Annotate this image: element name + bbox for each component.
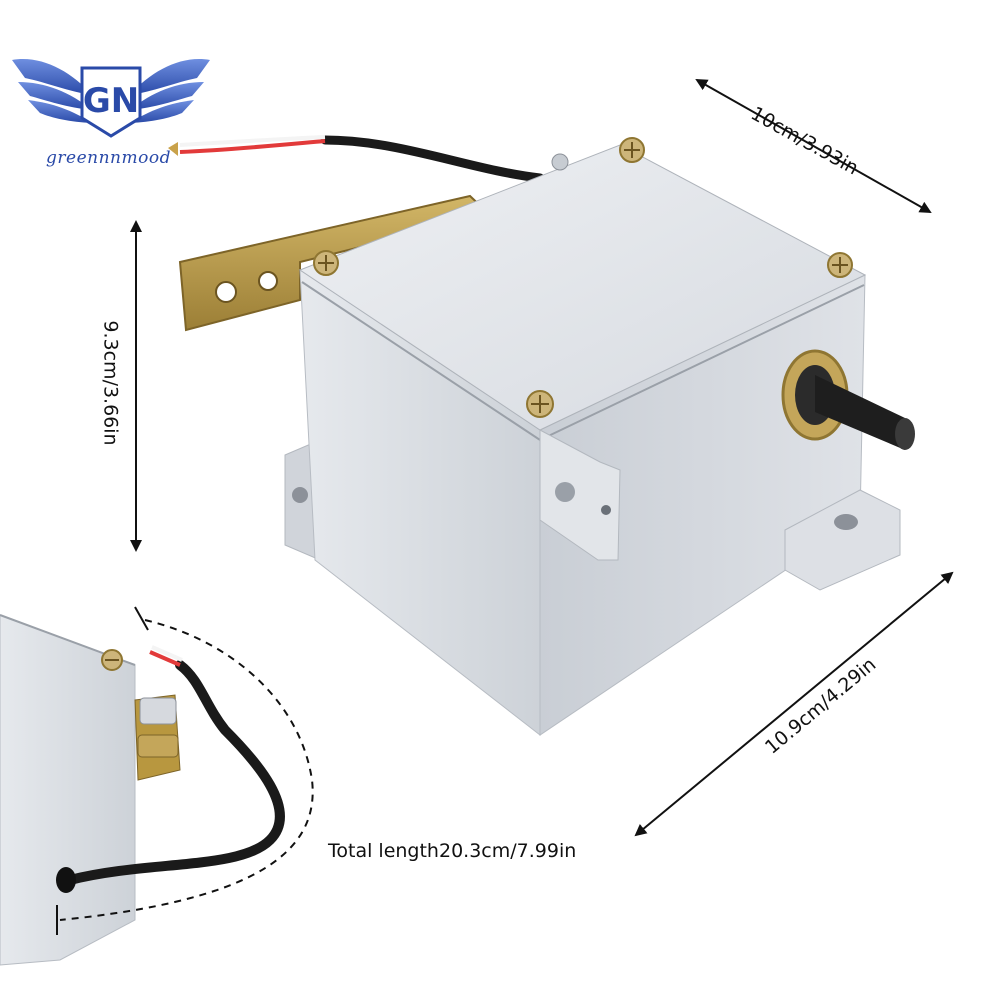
dimension-width-arrow: [695, 79, 932, 213]
cable-inset: [0, 614, 285, 966]
top-cable: [168, 135, 545, 183]
screw-icon: [313, 250, 339, 276]
dimension-cable-label: Total length20.3cm/7.99in: [328, 840, 577, 862]
brand-logo: GN: [12, 59, 210, 138]
brand-monogram: GN: [83, 81, 139, 121]
dimension-height-label: 9.3cm/3.66in: [99, 320, 122, 446]
brand-name: greennnmood: [46, 148, 171, 168]
actuator-housing: [284, 137, 915, 737]
dimension-cable-path: [56, 606, 314, 935]
screw-icon: [619, 137, 645, 163]
screw-icon: [526, 390, 554, 418]
screw-icon: [101, 649, 123, 671]
screw-icon: [827, 252, 853, 278]
dimension-depth-arrow: [634, 571, 954, 837]
